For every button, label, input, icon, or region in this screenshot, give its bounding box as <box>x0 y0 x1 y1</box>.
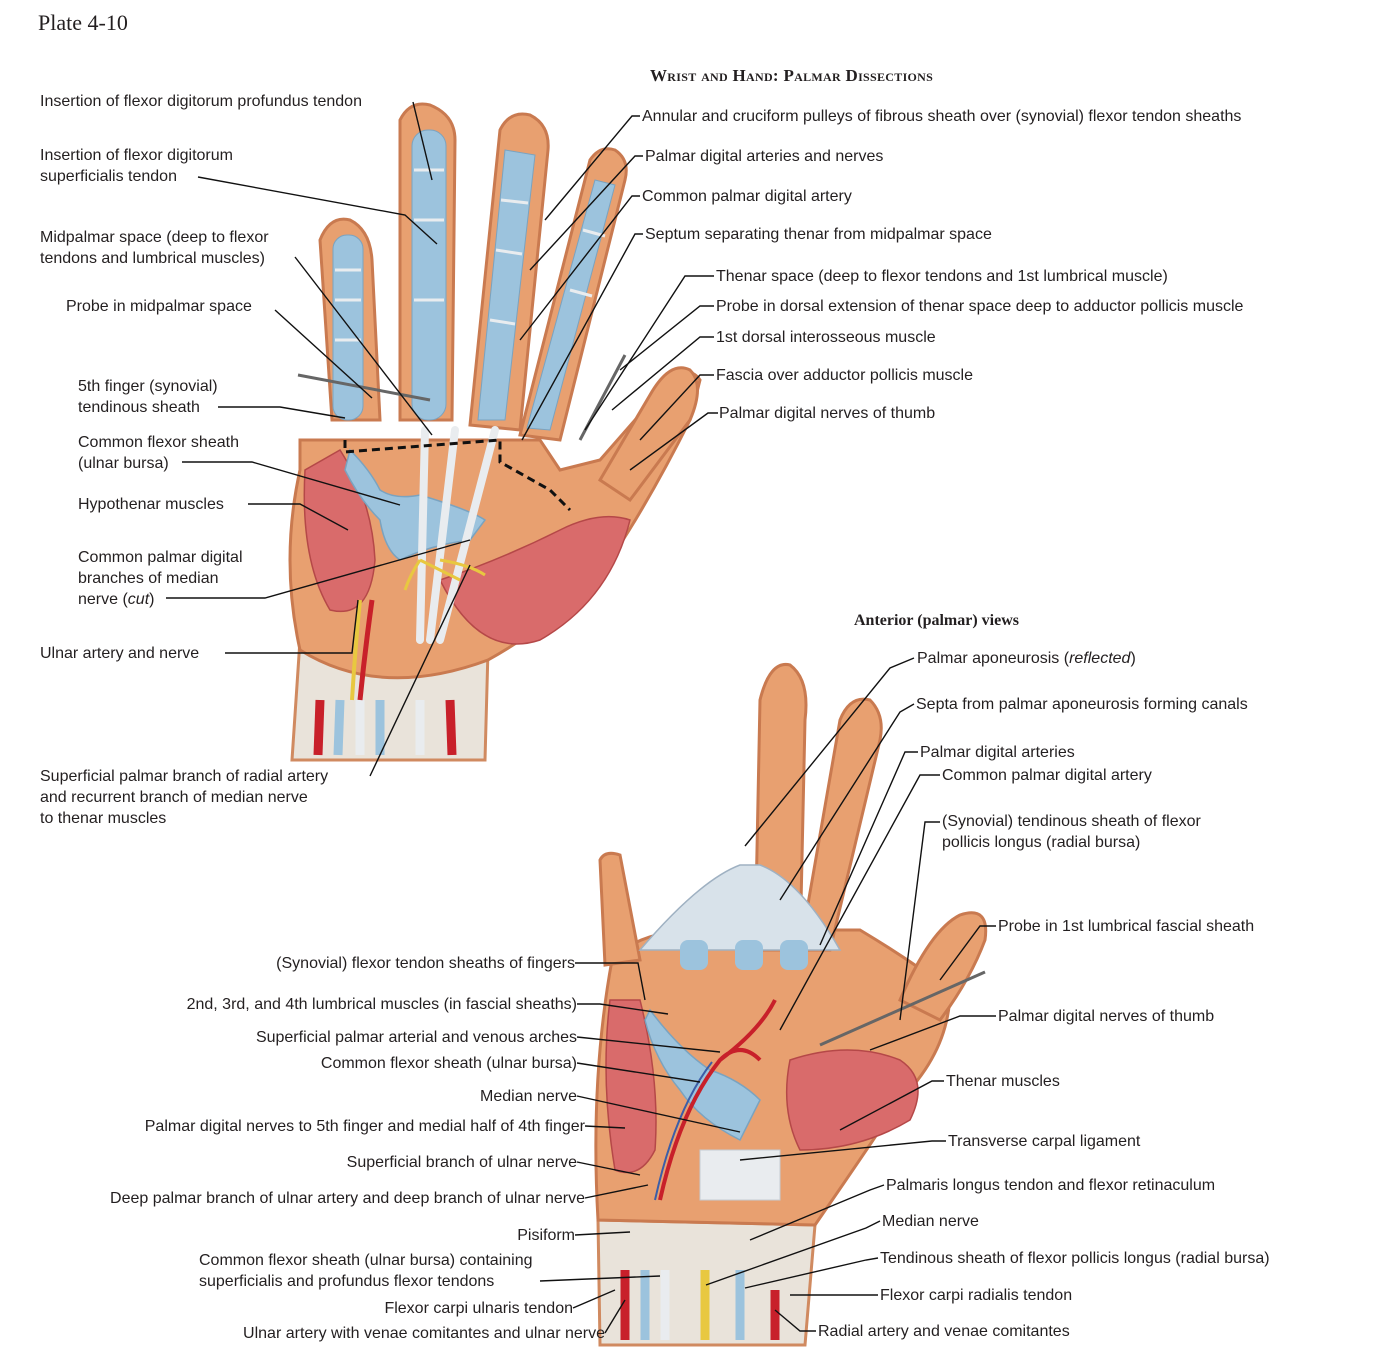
label-midpalmar-space: Midpalmar space (deep to flexor tendons … <box>40 229 269 267</box>
label-superficial-palmar-branch-radial: Superficial palmar branch of radial arte… <box>40 768 329 827</box>
label-annular-cruciform-pulleys: Annular and cruciform pulleys of fibrous… <box>642 108 1242 125</box>
label-median-nerve-lower: Median nerve <box>480 1088 577 1105</box>
label-fpl-sheath-radial-bursa: (Synovial) tendinous sheath of flexor po… <box>942 813 1201 851</box>
label-fascia-adductor-pollicis: Fascia over adductor pollicis muscle <box>716 367 973 384</box>
leader-lines <box>166 101 996 1334</box>
label-common-palmar-digital-artery: Common palmar digital artery <box>642 188 852 205</box>
label-5th-finger-sheath: 5th finger (synovial) tendinous sheath <box>78 378 218 416</box>
label-probe-dorsal-thenar: Probe in dorsal extension of thenar spac… <box>716 298 1244 315</box>
lower-hand-illustration <box>594 662 988 1347</box>
label-common-flexor-sheath-containing: Common flexor sheath (ulnar bursa) conta… <box>199 1252 533 1290</box>
label-deep-palmar-branch-ulnar: Deep palmar branch of ulnar artery and d… <box>110 1190 585 1207</box>
label-thenar-muscles: Thenar muscles <box>946 1073 1060 1090</box>
upper-hand-illustration <box>288 102 702 762</box>
label-common-flexor-sheath-lower: Common flexor sheath (ulnar bursa) <box>320 1055 577 1072</box>
label-thenar-space: Thenar space (deep to flexor tendons and… <box>716 268 1168 285</box>
label-transverse-carpal-ligament: Transverse carpal ligament <box>948 1133 1141 1150</box>
label-flexor-carpi-radialis: Flexor carpi radialis tendon <box>880 1287 1073 1304</box>
label-septum-thenar-midpalmar: Septum separating thenar from midpalmar … <box>645 226 992 243</box>
label-palmar-digital-arteries: Palmar digital arteries <box>920 744 1075 761</box>
label-synovial-flexor-tendon-sheaths: (Synovial) flexor tendon sheaths of fing… <box>276 955 575 972</box>
label-ulnar-artery-venae-comitantes: Ulnar artery with venae comitantes and u… <box>243 1325 605 1342</box>
label-superficial-palmar-arches: Superficial palmar arterial and venous a… <box>255 1029 577 1046</box>
label-lumbrical-muscles: 2nd, 3rd, and 4th lumbrical muscles (in … <box>186 996 577 1013</box>
label-common-flexor-sheath: Common flexor sheath (ulnar bursa) <box>78 434 239 472</box>
label-probe-1st-lumbrical: Probe in 1st lumbrical fascial sheath <box>998 918 1255 935</box>
label-septa-palmar-aponeurosis: Septa from palmar aponeurosis forming ca… <box>916 696 1248 713</box>
label-palmar-digital-nerves-thumb-lower: Palmar digital nerves of thumb <box>998 1008 1215 1025</box>
label-palmar-digital-nerves-thumb-upper: Palmar digital nerves of thumb <box>719 405 936 422</box>
label-probe-midpalmar: Probe in midpalmar space <box>66 298 252 315</box>
label-tendinous-sheath-fpl: Tendinous sheath of flexor pollicis long… <box>880 1250 1270 1267</box>
label-median-nerve-wrist: Median nerve <box>882 1213 979 1230</box>
label-palmar-digital-arteries-nerves: Palmar digital arteries and nerves <box>645 148 884 165</box>
label-superficial-branch-ulnar: Superficial branch of ulnar nerve <box>346 1154 577 1171</box>
label-1st-dorsal-interosseous: 1st dorsal interosseous muscle <box>716 329 936 346</box>
label-common-palmar-digital-branches: Common palmar digital branches of median… <box>78 549 243 608</box>
label-flexor-carpi-ulnaris: Flexor carpi ulnaris tendon <box>384 1300 573 1317</box>
label-ulnar-artery-nerve: Ulnar artery and nerve <box>40 645 200 662</box>
label-insertion-fds-tendon: Insertion of flexor digitorum superficia… <box>40 147 233 185</box>
figure-title: Wrist and Hand: Palmar Dissections <box>650 66 934 85</box>
label-radial-artery-venae-comitantes: Radial artery and venae comitantes <box>818 1323 1070 1340</box>
label-hypothenar-muscles: Hypothenar muscles <box>78 496 224 513</box>
label-pisiform: Pisiform <box>517 1227 575 1244</box>
label-palmar-digital-nerves-5th: Palmar digital nerves to 5th finger and … <box>144 1118 585 1135</box>
plate-number: Plate 4-10 <box>38 10 128 35</box>
label-common-palmar-digital-artery-lower: Common palmar digital artery <box>942 767 1152 784</box>
figure-subtitle: Anterior (palmar) views <box>854 612 1019 629</box>
label-palmaris-longus-retinaculum: Palmaris longus tendon and flexor retina… <box>886 1177 1216 1194</box>
label-palmar-aponeurosis: Palmar aponeurosis (reflected) <box>917 650 1136 667</box>
label-insertion-fdp-tendon: Insertion of flexor digitorum profundus … <box>40 93 362 110</box>
